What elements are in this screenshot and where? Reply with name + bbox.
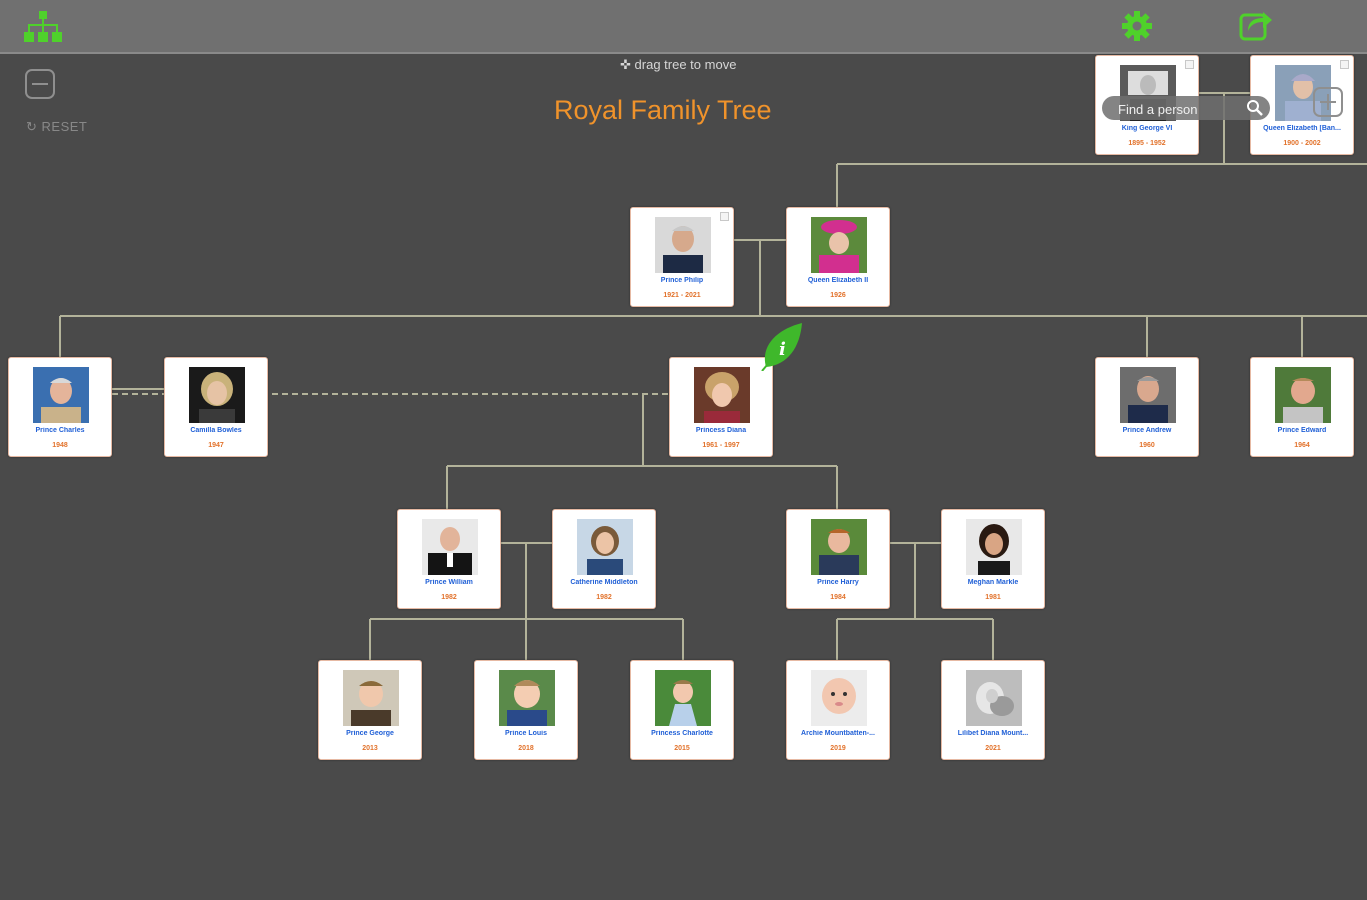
search-icon[interactable] (1246, 99, 1264, 122)
person-card-edward[interactable]: Prince Edward 1964 (1250, 357, 1354, 457)
person-card-andrew[interactable]: Prince Andrew 1960 (1095, 357, 1199, 457)
reset-label: RESET (41, 119, 88, 134)
person-name: Prince Charles (35, 427, 85, 434)
person-dates: 1926 (830, 292, 846, 299)
svg-text:i: i (779, 339, 786, 360)
person-photo (694, 367, 750, 423)
zoom-out-button[interactable] (25, 69, 55, 99)
info-leaf-icon[interactable]: i (760, 323, 804, 376)
person-card-george[interactable]: Prince George 2013 (318, 660, 422, 760)
person-card-louis[interactable]: Prince Louis 2018 (474, 660, 578, 760)
person-photo (189, 367, 245, 423)
person-name: Archie Mountbatten-... (801, 730, 875, 737)
person-dates: 1981 (985, 594, 1001, 601)
person-name: Queen Elizabeth [Ban... (1263, 125, 1341, 132)
person-photo (966, 670, 1022, 726)
person-name: Prince Edward (1277, 427, 1327, 434)
tree-structure-icon[interactable] (24, 11, 62, 48)
person-dates: 1895 - 1952 (1128, 140, 1166, 147)
person-card-harry[interactable]: Prince Harry 1984 (786, 509, 890, 609)
gear-icon[interactable] (1121, 10, 1153, 47)
expand-icon[interactable] (1185, 60, 1194, 69)
person-dates: 1964 (1294, 442, 1310, 449)
person-name: Prince Harry (817, 579, 859, 586)
person-photo (966, 519, 1022, 575)
person-photo (499, 670, 555, 726)
expand-icon[interactable] (720, 212, 729, 221)
person-dates: 2013 (362, 745, 378, 752)
person-dates: 2018 (518, 745, 534, 752)
person-name: Princess Diana (695, 427, 747, 434)
person-photo (343, 670, 399, 726)
reset-button[interactable]: ↻ RESET (26, 119, 87, 135)
person-name: Meghan Markle (967, 579, 1019, 586)
person-card-philip[interactable]: Prince Philip 1921 - 2021 (630, 207, 734, 307)
person-photo (811, 217, 867, 273)
person-dates: 2015 (674, 745, 690, 752)
person-photo (1120, 367, 1176, 423)
person-card-charlotte[interactable]: Princess Charlotte 2015 (630, 660, 734, 760)
person-card-archie[interactable]: Archie Mountbatten-... 2019 (786, 660, 890, 760)
person-card-camilla[interactable]: Camilla Bowles 1947 (164, 357, 268, 457)
person-card-william[interactable]: Prince William 1982 (397, 509, 501, 609)
expand-icon[interactable] (1340, 60, 1349, 69)
person-photo (577, 519, 633, 575)
person-photo (1275, 367, 1331, 423)
person-name: Princess Charlotte (651, 730, 713, 737)
person-name: Queen Elizabeth II (807, 277, 869, 284)
person-photo (33, 367, 89, 423)
person-card-lilibet[interactable]: Lilibet Diana Mount... 2021 (941, 660, 1045, 760)
person-dates: 2021 (985, 745, 1001, 752)
drag-hint: ✜ drag tree to move (620, 57, 736, 73)
person-photo (655, 670, 711, 726)
page-title: Royal Family Tree (554, 95, 772, 125)
person-name: Camilla Bowles (190, 427, 242, 434)
person-dates: 1948 (52, 442, 68, 449)
person-dates: 1947 (208, 442, 224, 449)
person-photo (1275, 65, 1331, 121)
person-dates: 2019 (830, 745, 846, 752)
person-photo (422, 519, 478, 575)
person-dates: 1982 (596, 594, 612, 601)
person-name: Catherine Middleton (570, 579, 638, 586)
person-photo (811, 670, 867, 726)
refresh-icon: ↻ (26, 119, 38, 134)
person-card-diana[interactable]: Princess Diana 1961 - 1997 (669, 357, 773, 457)
person-dates: 1960 (1139, 442, 1155, 449)
person-photo (811, 519, 867, 575)
person-card-charles[interactable]: Prince Charles 1948 (8, 357, 112, 457)
person-dates: 1921 - 2021 (663, 292, 701, 299)
person-name: Prince Philip (660, 277, 704, 284)
person-dates: 1961 - 1997 (702, 442, 740, 449)
person-name: King George VI (1121, 125, 1173, 132)
move-icon: ✜ (620, 57, 631, 72)
person-name: Prince William (425, 579, 473, 586)
drag-hint-text: drag tree to move (634, 57, 737, 72)
person-name: Prince Louis (504, 730, 547, 737)
person-dates: 1982 (441, 594, 457, 601)
person-name: Lilibet Diana Mount... (957, 730, 1029, 737)
person-card-meghan[interactable]: Meghan Markle 1981 (941, 509, 1045, 609)
search-input[interactable] (1116, 99, 1240, 119)
share-icon[interactable] (1238, 7, 1274, 48)
person-name: Prince Andrew (1122, 427, 1172, 434)
person-photo (655, 217, 711, 273)
zoom-in-button[interactable] (1313, 87, 1343, 117)
person-dates: 1900 - 2002 (1283, 140, 1321, 147)
person-dates: 1984 (830, 594, 846, 601)
person-card-elizabeth2[interactable]: Queen Elizabeth II 1926 (786, 207, 890, 307)
top-toolbar (0, 0, 1367, 54)
search-box (1102, 96, 1270, 120)
person-name: Prince George (346, 730, 394, 737)
person-card-catherine[interactable]: Catherine Middleton 1982 (552, 509, 656, 609)
